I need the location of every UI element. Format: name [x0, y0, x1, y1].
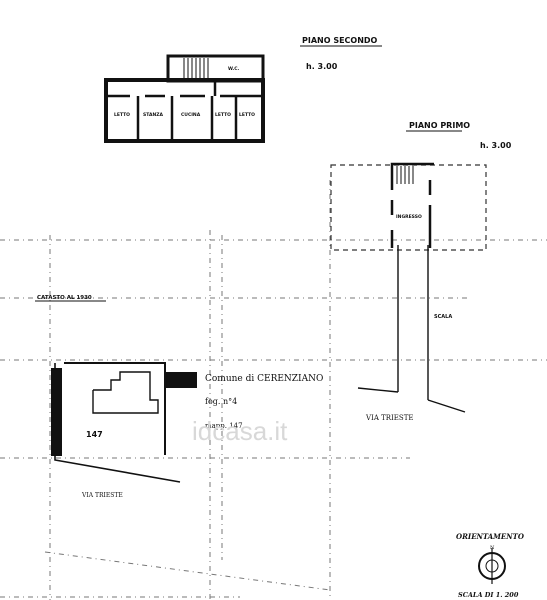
- room-wc: W.C.: [228, 66, 240, 72]
- room-letto-2: LETTO: [215, 112, 231, 118]
- piano-secondo-height: h. 3.00: [306, 62, 338, 71]
- piano-primo-height: h. 3.00: [480, 141, 512, 150]
- orientation-block: ORIENTAMENTO N SCALA DI 1. 200: [456, 532, 525, 599]
- room-letto-1: LETTO: [114, 112, 130, 118]
- primo-street: VIA TRIESTE: [365, 414, 414, 422]
- site-plan: CATASTO AL 1930 147 Comune di CERENZIANO…: [35, 295, 323, 499]
- room-ingresso: INGRESSO: [396, 214, 422, 220]
- piano-primo-title: PIANO PRIMO: [409, 121, 470, 130]
- mappale-label: mapp. 147: [205, 422, 243, 430]
- watermark: idcasa.it: [192, 416, 288, 446]
- comune-label: Comune di CERENZIANO: [205, 374, 323, 384]
- road-label: SCALA: [434, 314, 452, 320]
- construction-lines: [0, 180, 547, 600]
- scale-label: SCALA DI 1. 200: [458, 591, 519, 599]
- site-street: VIA TRIESTE: [81, 492, 123, 499]
- room-letto-3: LETTO: [239, 112, 255, 118]
- parcel-number: 147: [86, 430, 103, 439]
- orientation-label: ORIENTAMENTO: [456, 532, 525, 541]
- catasto-header: CATASTO AL 1930: [37, 295, 92, 301]
- north-label: N: [490, 545, 495, 551]
- room-stanza: STANZA: [143, 112, 163, 118]
- room-cucina: CUCINA: [181, 112, 201, 118]
- foglio-label: fog. n°4: [205, 397, 237, 406]
- piano-primo-plan: PIANO PRIMO h. 3.00 INGRESSO SCALA VIA T…: [330, 121, 512, 422]
- piano-secondo-title: PIANO SECONDO: [302, 36, 378, 45]
- piano-secondo-plan: PIANO SECONDO h. 3.00 LETTO STANZA CUCIN…: [104, 36, 382, 143]
